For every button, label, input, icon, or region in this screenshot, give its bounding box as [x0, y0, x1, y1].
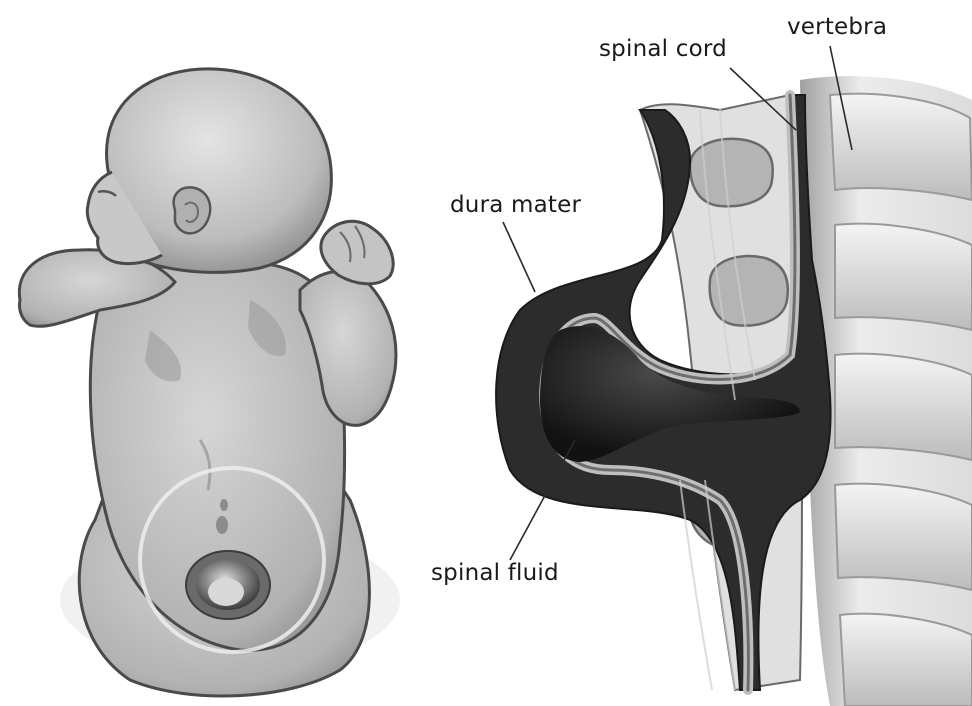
baby-ear [174, 187, 211, 233]
label-dura-mater: dura mater [450, 194, 581, 217]
spine-cross-section [496, 76, 972, 706]
leader-dura-mater [503, 222, 535, 292]
label-vertebra: vertebra [787, 16, 887, 39]
label-spinal-fluid: spinal fluid [431, 562, 559, 585]
baby-figure [19, 69, 400, 696]
label-spinal-cord: spinal cord [599, 38, 727, 61]
